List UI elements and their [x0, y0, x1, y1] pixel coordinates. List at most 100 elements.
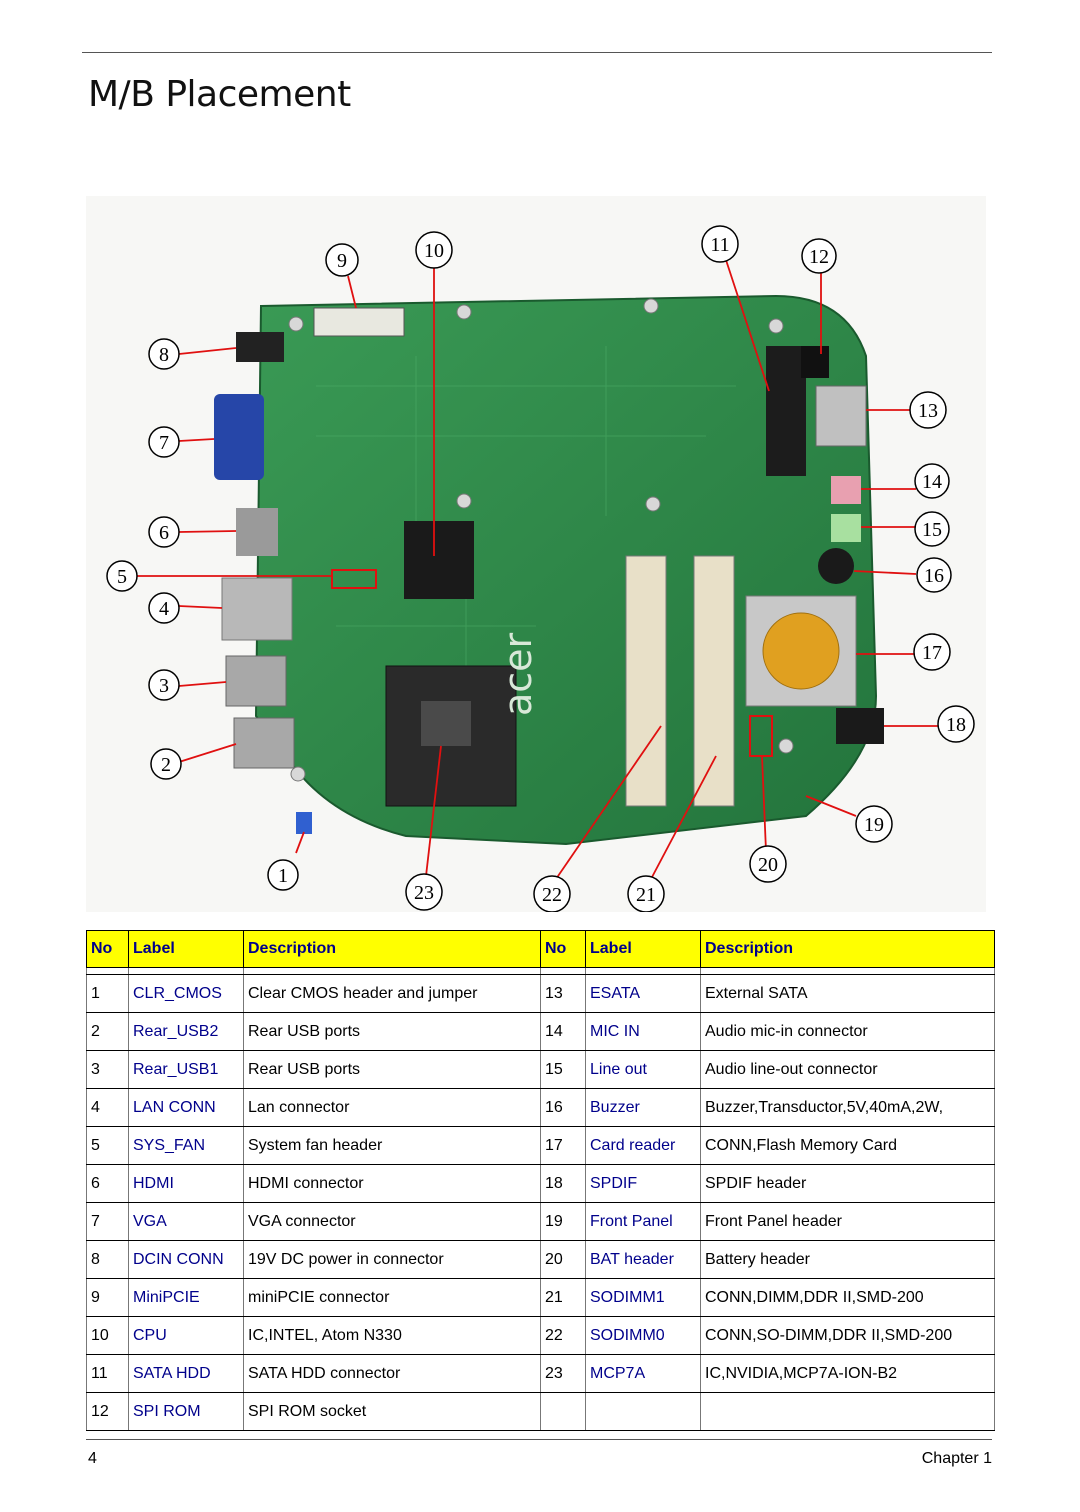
spdif-header: [836, 708, 884, 744]
cell-description: System fan header: [243, 1126, 541, 1165]
callouts: 1 2 3 4 5 6 7 8 9 10 11 12 13 14 15 16 1…: [106, 225, 975, 912]
callout-3: 3: [148, 669, 180, 701]
cell-no: 7: [86, 1202, 129, 1241]
cell-description: Audio mic-in connector: [700, 1012, 995, 1051]
buzzer: [818, 548, 854, 584]
header-no-2: No: [540, 930, 586, 968]
cell-no: 4: [86, 1088, 129, 1127]
svg-text:12: 12: [809, 246, 829, 268]
cell-no: 17: [540, 1126, 586, 1165]
leader-lines: [136, 259, 938, 880]
svg-text:20: 20: [758, 854, 778, 876]
cell-description: Front Panel header: [700, 1202, 995, 1241]
cell-no: 14: [540, 1012, 586, 1051]
cell-label: LAN CONN: [128, 1088, 244, 1127]
cell-label: Front Panel: [585, 1202, 701, 1241]
cell-no: 9: [86, 1278, 129, 1317]
callout-18: 18: [937, 705, 975, 743]
callout-8: 8: [148, 338, 180, 370]
cell-no: 8: [86, 1240, 129, 1279]
cell-label: SODIMM1: [585, 1278, 701, 1317]
usb-port-1: [225, 655, 287, 707]
svg-text:16: 16: [924, 565, 944, 587]
svg-text:23: 23: [414, 882, 434, 904]
cell-no: 19: [540, 1202, 586, 1241]
motherboard-figure: acer: [86, 196, 986, 912]
cell-label: Rear_USB1: [128, 1050, 244, 1089]
cell-description: Rear USB ports: [243, 1050, 541, 1089]
callout-21: 21: [627, 875, 665, 912]
cell-label: CPU: [128, 1316, 244, 1355]
cell-description: CONN,DIMM,DDR II,SMD-200: [700, 1278, 995, 1317]
svg-text:18: 18: [946, 714, 966, 736]
callout-20: 20: [749, 845, 787, 883]
vga-port: [214, 394, 264, 480]
cell-no: 12: [86, 1392, 129, 1431]
table-spacer-row: [86, 967, 995, 975]
cell-no: 22: [540, 1316, 586, 1355]
callout-4: 4: [148, 592, 180, 624]
cell-no: 16: [540, 1088, 586, 1127]
bottom-rule: [86, 1439, 992, 1440]
svg-text:9: 9: [337, 250, 347, 272]
cell-label: HDMI: [128, 1164, 244, 1203]
motherboard-diagram: acer: [86, 196, 986, 912]
cell-description: IC,NVIDIA,MCP7A-ION-B2: [700, 1354, 995, 1393]
cell-label: Rear_USB2: [128, 1012, 244, 1051]
callout-7: 7: [148, 426, 180, 458]
hdmi-port: [236, 508, 278, 556]
acer-logo: acer: [496, 632, 540, 716]
callout-15: 15: [914, 511, 950, 547]
cell-label: BAT header: [585, 1240, 701, 1279]
callout-1: 1: [267, 859, 299, 891]
svg-text:7: 7: [159, 432, 169, 454]
cell-no: 13: [540, 974, 586, 1013]
cell-description: SPI ROM socket: [243, 1392, 541, 1431]
cell-no: 20: [540, 1240, 586, 1279]
svg-text:1: 1: [278, 865, 288, 887]
cell-no: 1: [86, 974, 129, 1013]
line-out-jack: [831, 514, 861, 542]
cell-description: [700, 1392, 995, 1431]
cell-description: Rear USB ports: [243, 1012, 541, 1051]
callout-16: 16: [916, 557, 952, 593]
cell-no: [540, 1392, 586, 1431]
cell-label: SATA HDD: [128, 1354, 244, 1393]
cell-label: Line out: [585, 1050, 701, 1089]
mcp7a-die: [421, 701, 471, 746]
header-description-1: Description: [243, 930, 541, 968]
cell-description: IC,INTEL, Atom N330: [243, 1316, 541, 1355]
cell-description: SPDIF header: [700, 1164, 995, 1203]
cell-description: miniPCIE connector: [243, 1278, 541, 1317]
bat-header-highlight: [749, 715, 773, 757]
usb-port-2: [233, 717, 295, 769]
svg-text:11: 11: [710, 234, 729, 256]
cell-label: MIC IN: [585, 1012, 701, 1051]
sata-connector: [766, 346, 806, 476]
svg-text:13: 13: [918, 400, 938, 422]
callout-23: 23: [405, 873, 443, 911]
cell-label: ESATA: [585, 974, 701, 1013]
cell-description: Buzzer,Transductor,5V,40mA,2W,: [700, 1088, 995, 1127]
header-label-1: Label: [128, 930, 244, 968]
svg-text:21: 21: [636, 884, 656, 906]
svg-text:15: 15: [922, 519, 942, 541]
cell-description: CONN,SO-DIMM,DDR II,SMD-200: [700, 1316, 995, 1355]
header-label-2: Label: [585, 930, 701, 968]
svg-text:3: 3: [159, 675, 169, 697]
cell-no: 5: [86, 1126, 129, 1165]
callout-13: 13: [909, 391, 947, 429]
svg-text:4: 4: [159, 598, 169, 620]
callout-9: 9: [325, 243, 359, 277]
callout-10: 10: [415, 231, 453, 269]
cell-label: MiniPCIE: [128, 1278, 244, 1317]
sys-fan-highlight: [331, 569, 377, 589]
cell-no: 2: [86, 1012, 129, 1051]
callout-22: 22: [533, 875, 571, 912]
